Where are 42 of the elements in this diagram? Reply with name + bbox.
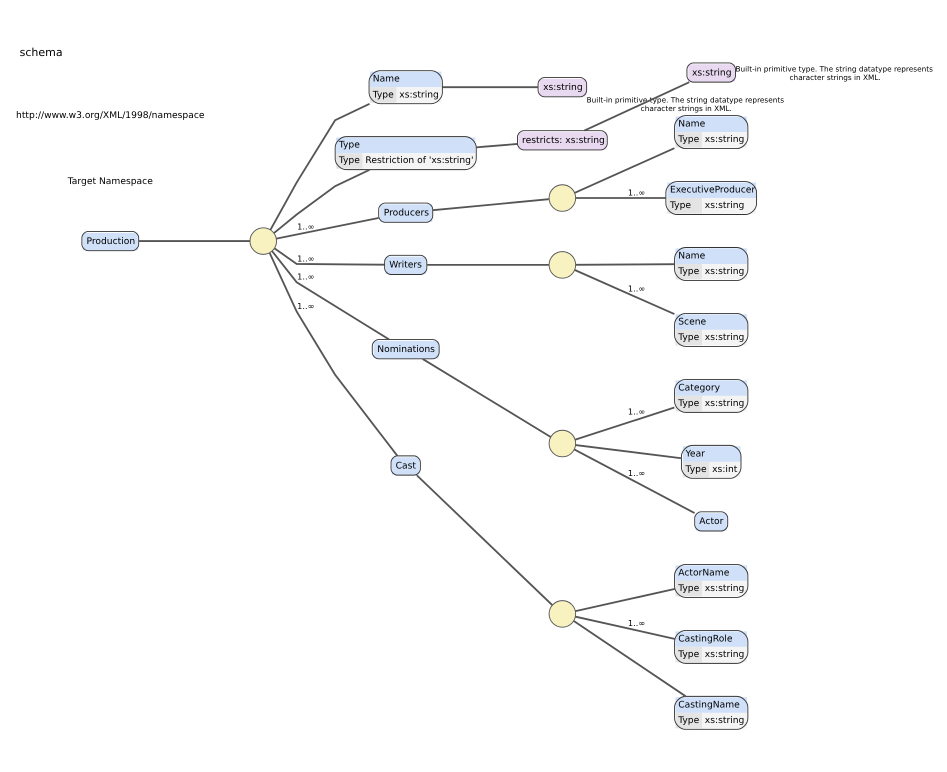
connector <box>576 262 674 266</box>
connector <box>416 474 553 606</box>
connector <box>268 252 398 456</box>
connector <box>574 448 695 514</box>
edge-label: 1..∞ <box>297 252 315 263</box>
connector <box>574 268 675 314</box>
edge-label: 1..∞ <box>628 186 646 197</box>
node-circle <box>548 429 576 457</box>
connector <box>270 102 370 230</box>
label: Target Namespace <box>68 175 153 186</box>
connector <box>575 588 675 612</box>
edge-label: 1..∞ <box>297 300 315 311</box>
node-label: Built-in primitive type. The string datatype represents character strings in XML. <box>735 64 933 82</box>
connector <box>476 142 518 148</box>
connector <box>274 168 370 234</box>
edge-label: 1..∞ <box>297 271 315 282</box>
edge-label: 1..∞ <box>628 467 646 478</box>
edge-label: 1..∞ <box>628 283 646 294</box>
connector <box>574 146 675 194</box>
connector <box>576 196 666 198</box>
connector <box>575 615 675 640</box>
edge-label: 1..∞ <box>297 220 315 231</box>
connector <box>584 80 690 131</box>
connector <box>422 358 551 438</box>
label: http://www.w3.org/XML/1998/namespace <box>16 109 205 120</box>
edge-label: 1..∞ <box>628 618 646 628</box>
node-circle <box>250 226 277 254</box>
connector <box>432 198 549 211</box>
connector <box>573 620 686 697</box>
connector <box>426 263 549 266</box>
node-circle <box>548 600 576 628</box>
connector <box>442 86 538 88</box>
connector <box>138 240 250 242</box>
connector <box>271 250 390 340</box>
node-circle <box>548 250 576 278</box>
connector <box>276 216 379 239</box>
node-circle <box>548 184 576 212</box>
connector <box>274 247 384 266</box>
edge-label: 1..∞ <box>628 406 646 416</box>
connector <box>575 406 675 440</box>
diagram-title: schema <box>20 46 63 59</box>
connector <box>575 444 682 459</box>
